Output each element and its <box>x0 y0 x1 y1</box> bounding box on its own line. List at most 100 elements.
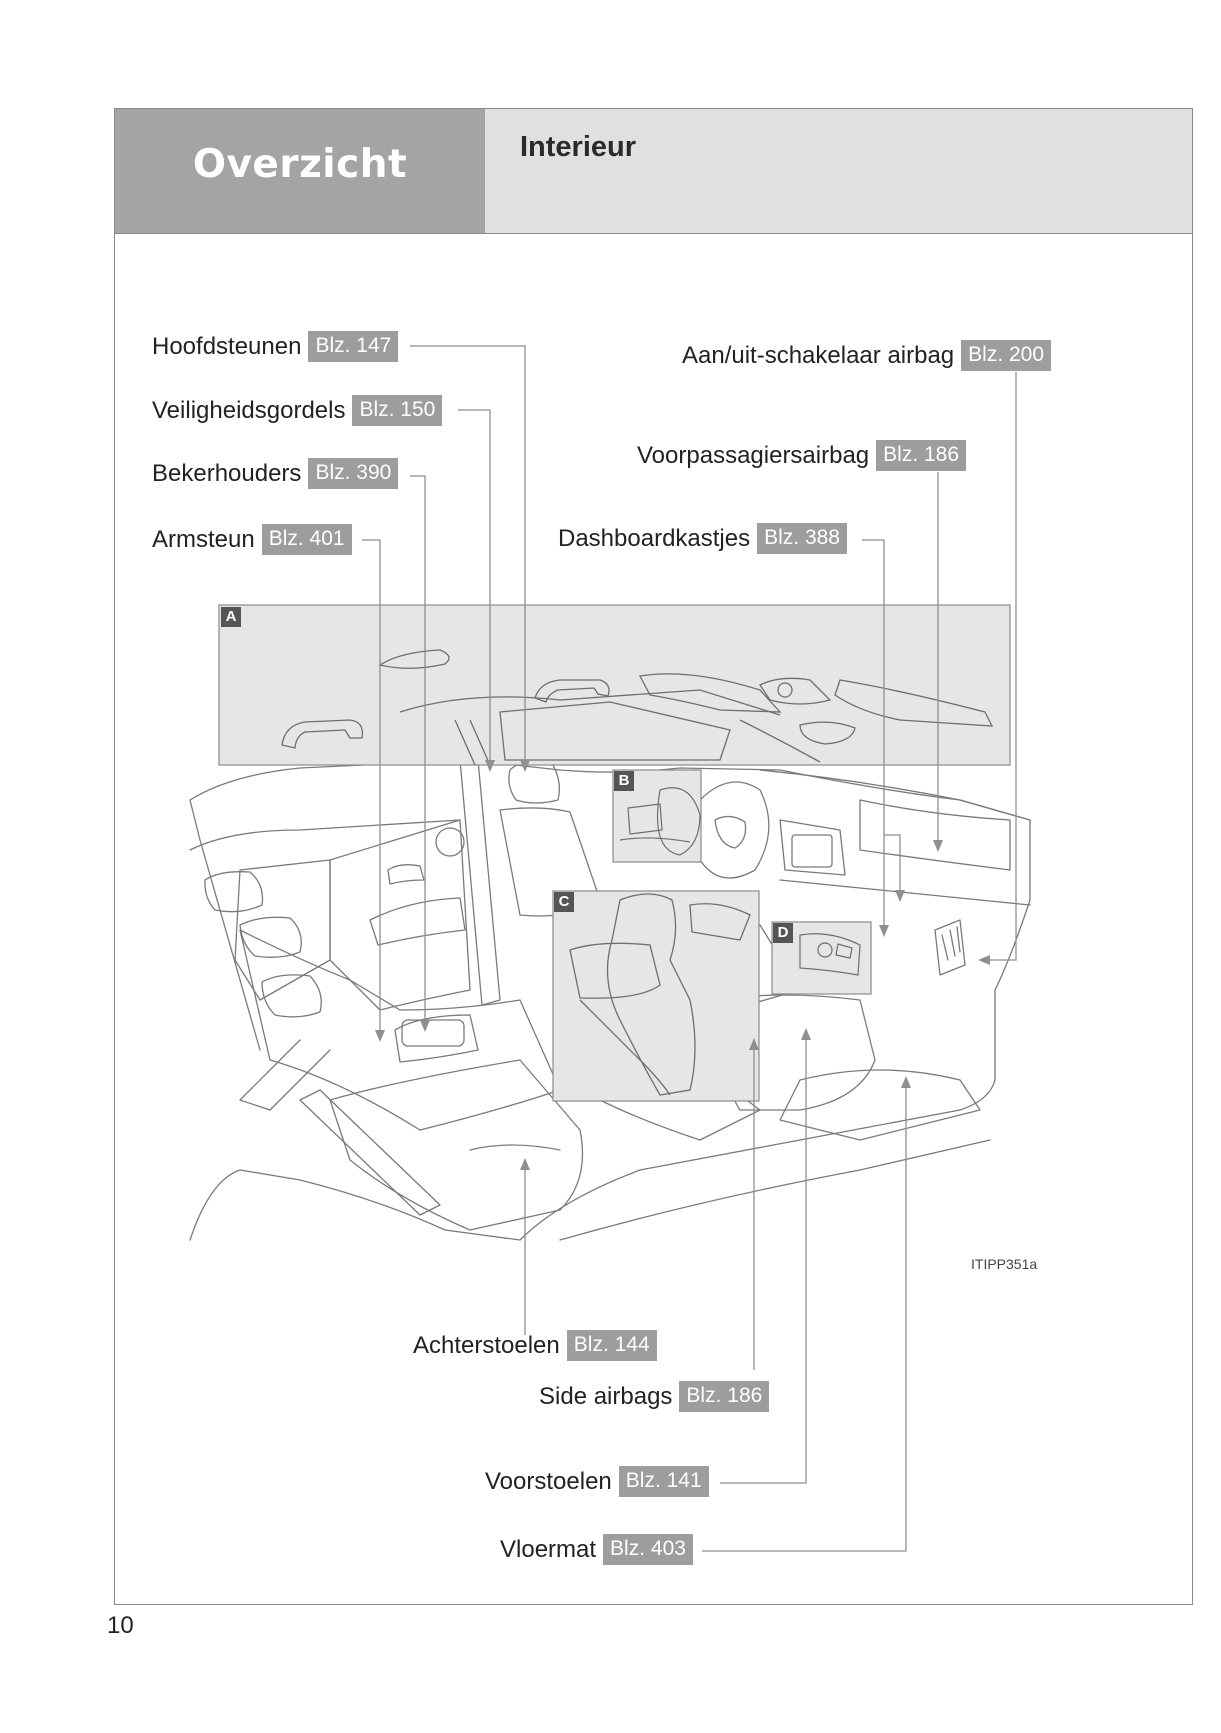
inset-a-box <box>218 604 1011 766</box>
rear-seat-cushion <box>329 1059 584 1231</box>
page-reference-badge[interactable]: Blz. 186 <box>679 1381 770 1412</box>
b-pillar <box>459 759 501 1006</box>
arrow-vloermat <box>901 1076 911 1088</box>
leader-vloermat <box>702 1078 907 1552</box>
car-body-outline <box>189 759 1031 1241</box>
window-switches <box>627 803 663 835</box>
subsection-header-box <box>485 108 1193 234</box>
page-reference-badge[interactable]: Blz. 147 <box>308 331 399 362</box>
page-reference-badge[interactable]: Blz. 390 <box>308 458 399 489</box>
arrow-hoofdsteunen <box>520 760 530 772</box>
inset-c-label: C <box>558 893 570 910</box>
arrow-veiligheidsgordels <box>485 760 495 772</box>
callout-side-airbags: Side airbags Blz. 186 <box>539 1381 770 1412</box>
callout-bekerhouders: Bekerhouders Blz. 390 <box>152 458 399 489</box>
dome-light <box>378 649 450 669</box>
callout-dashboardkastjes: Dashboardkastjes Blz. 388 <box>558 523 847 554</box>
seat-rail <box>299 1089 441 1216</box>
floor-edge <box>559 1139 991 1241</box>
sun-visor-left <box>639 673 782 713</box>
windshield-frame <box>499 701 731 761</box>
leader-armsteun <box>362 539 381 1040</box>
seatbelt <box>239 1039 331 1111</box>
callout-armsteun: Armsteun Blz. 401 <box>152 524 352 555</box>
leader-veiligheidsgordels <box>458 409 491 770</box>
glovebox <box>859 799 1011 871</box>
callout-label: Dashboardkastjes <box>558 524 751 552</box>
callout-label: Voorpassagiersairbag <box>637 441 870 469</box>
air-vent-lines <box>941 926 961 961</box>
page-reference-badge[interactable]: Blz. 186 <box>876 440 967 471</box>
callout-label: Side airbags <box>539 1382 673 1410</box>
page-reference-badge[interactable]: Blz. 144 <box>566 1330 657 1361</box>
door-handle <box>387 864 425 885</box>
inset-c-box <box>552 890 760 1102</box>
page-reference-badge[interactable]: Blz. 388 <box>757 523 847 554</box>
inset-a-tag <box>221 607 241 627</box>
inset-c <box>552 890 760 1102</box>
inset-b-tag <box>614 771 634 791</box>
rear-headrest-1 <box>204 871 264 913</box>
steering-wheel <box>691 781 770 879</box>
leader-airbag-schakelaar <box>988 372 1017 961</box>
seat-side-c <box>579 999 671 1096</box>
leader-voorstoelen <box>720 1030 807 1484</box>
page-reference-badge[interactable]: Blz. 141 <box>618 1466 709 1497</box>
page-reference-badge[interactable]: Blz. 200 <box>961 340 1052 371</box>
airbag-indicator <box>835 943 853 959</box>
callout-label: Armsteun <box>152 525 255 553</box>
rear-seat-cushion-line <box>469 1144 561 1151</box>
rear-armrest <box>394 1014 479 1063</box>
console-armrest-c <box>689 903 751 941</box>
section-title: Overzicht <box>192 142 408 187</box>
page-reference-badge[interactable]: Blz. 403 <box>603 1534 693 1565</box>
c-pillar <box>189 799 261 1051</box>
callout-vloermat: Vloermat Blz. 403 <box>500 1534 693 1565</box>
subsection-title: Interieur <box>520 131 637 163</box>
front-door-panel <box>329 819 471 1011</box>
b-pillar-top <box>454 719 491 766</box>
inset-d-label: D <box>777 924 789 941</box>
rear-cupholder <box>401 1019 465 1047</box>
callout-label: Veiligheidsgordels <box>152 396 346 424</box>
rear-headrest-3 <box>261 974 322 1018</box>
callout-label: Aan/uit-schakelaar airbag <box>682 341 955 369</box>
arrow-voorpassagiersairbag <box>933 840 943 852</box>
callout-voorpassagiersairbag: Voorpassagiersairbag Blz. 186 <box>637 440 967 471</box>
dashboard-lower <box>779 879 1031 906</box>
page-reference-badge[interactable]: Blz. 401 <box>261 524 352 555</box>
arrow-dashboard-branch <box>895 890 905 902</box>
callout-achterstoelen: Achterstoelen Blz. 144 <box>413 1330 657 1361</box>
rear-seat-back <box>239 929 561 1131</box>
air-vent <box>934 919 966 976</box>
inset-b-label: B <box>618 772 630 789</box>
roof-assist-grip-right <box>534 679 610 703</box>
callout-label: Vloermat <box>500 1535 597 1563</box>
overhead-lamp <box>777 682 793 698</box>
arrow-side-airbags <box>749 1038 759 1050</box>
page-number: 10 <box>107 1612 134 1639</box>
callout-hoofdsteunen: Hoofdsteunen Blz. 147 <box>152 331 399 362</box>
front-seat-back-c <box>606 893 696 1096</box>
page-reference-badge[interactable]: Blz. 150 <box>352 395 443 426</box>
leader-bekerhouders <box>410 475 426 1030</box>
roof-line <box>399 689 781 716</box>
airbag-switch-knob <box>817 942 833 958</box>
front-seat-cushion-c <box>569 942 661 999</box>
body-side-line <box>189 819 461 851</box>
callout-label: Achterstoelen <box>413 1331 560 1359</box>
door-armrest <box>369 897 466 946</box>
inset-d-tag <box>773 923 793 943</box>
steering-wheel-hub <box>714 815 747 849</box>
inset-a <box>218 604 1011 766</box>
leader-hoofdsteunen <box>410 345 526 770</box>
instrument-center <box>779 819 846 876</box>
rear-view-mirror <box>799 721 856 745</box>
callout-airbag-schakelaar: Aan/uit-schakelaar airbag Blz. 200 <box>682 340 1052 371</box>
display-screen <box>791 834 833 868</box>
rear-door-panel <box>234 859 331 1001</box>
door-panel-b <box>619 837 691 843</box>
inset-c-tag <box>554 892 574 912</box>
driver-headrest <box>508 758 561 804</box>
